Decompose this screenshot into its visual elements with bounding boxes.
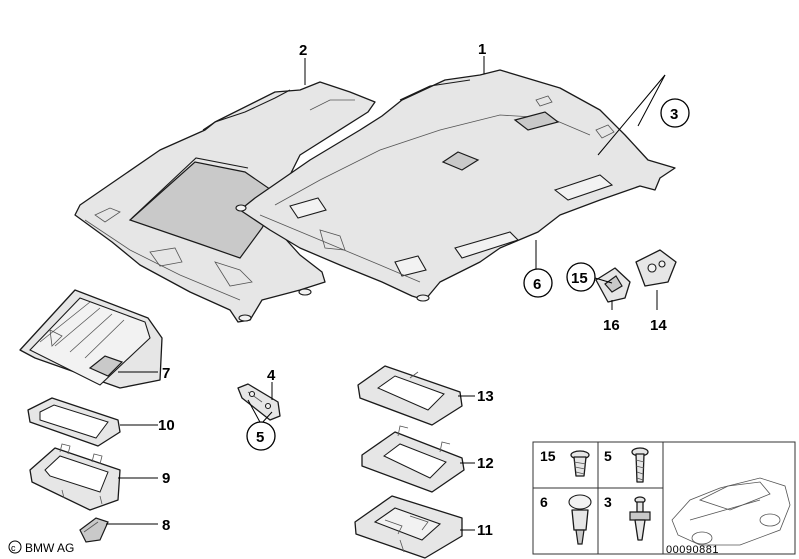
reference-number: 00090881 — [666, 544, 719, 556]
fastener-table: 15 5 6 3 — [532, 441, 796, 555]
callout-15: 15 — [571, 270, 588, 287]
gasket-frame-part-10[interactable] — [27, 397, 121, 447]
callout-2: 2 — [299, 42, 307, 59]
cover-part-14[interactable] — [635, 249, 677, 287]
callout-3: 3 — [670, 106, 678, 123]
callout-5: 5 — [256, 429, 264, 446]
bracket-frame-part-12[interactable] — [361, 425, 465, 493]
callouts: 1 2 3 6 15 16 14 4 5 7 10 9 8 13 12 11 — [158, 41, 690, 539]
carrier-part-11[interactable] — [354, 495, 463, 559]
callout-15-circle — [566, 262, 596, 292]
callout-10: 10 — [158, 417, 175, 434]
trim-ring-part-13[interactable] — [357, 365, 463, 426]
callout-6-circle — [523, 268, 553, 298]
brand-footer: c BMW AG — [8, 540, 74, 555]
holder-part-4[interactable] — [237, 383, 281, 421]
svg-text:c: c — [11, 543, 16, 553]
callout-13: 13 — [477, 388, 494, 405]
callout-5-circle — [246, 421, 276, 451]
brand-label: BMW AG — [25, 541, 74, 555]
clip-part-8[interactable] — [79, 517, 109, 543]
car-silhouette-icon — [671, 477, 791, 546]
callout-3-circle — [660, 98, 690, 128]
callout-12: 12 — [477, 455, 494, 472]
clip-6-icon — [568, 494, 592, 545]
callout-4: 4 — [267, 367, 276, 384]
callout-16: 16 — [603, 317, 620, 334]
headliner-sunroof-part-2[interactable] — [74, 81, 376, 323]
lamp-frame-part-9[interactable] — [29, 443, 121, 511]
cover-part-16[interactable] — [595, 267, 631, 303]
copyright-icon — [8, 540, 22, 554]
table-cell-15: 15 — [540, 448, 556, 464]
screw-5-icon — [631, 447, 649, 483]
callout-1: 1 — [478, 41, 486, 58]
callout-11: 11 — [477, 522, 493, 539]
lamp-housing-part-7[interactable] — [19, 289, 163, 389]
table-cell-6: 6 — [540, 494, 548, 510]
clip-3-icon — [629, 496, 651, 541]
leader-lines — [106, 56, 666, 531]
table-cell-3: 3 — [604, 494, 612, 510]
callout-9: 9 — [162, 470, 170, 487]
callout-14: 14 — [650, 317, 667, 334]
headliner-part-1[interactable] — [235, 69, 676, 302]
callout-7: 7 — [162, 365, 170, 382]
screw-15-icon — [570, 450, 590, 477]
callout-8: 8 — [162, 517, 170, 534]
callout-6: 6 — [533, 276, 541, 293]
table-cell-5: 5 — [604, 448, 612, 464]
